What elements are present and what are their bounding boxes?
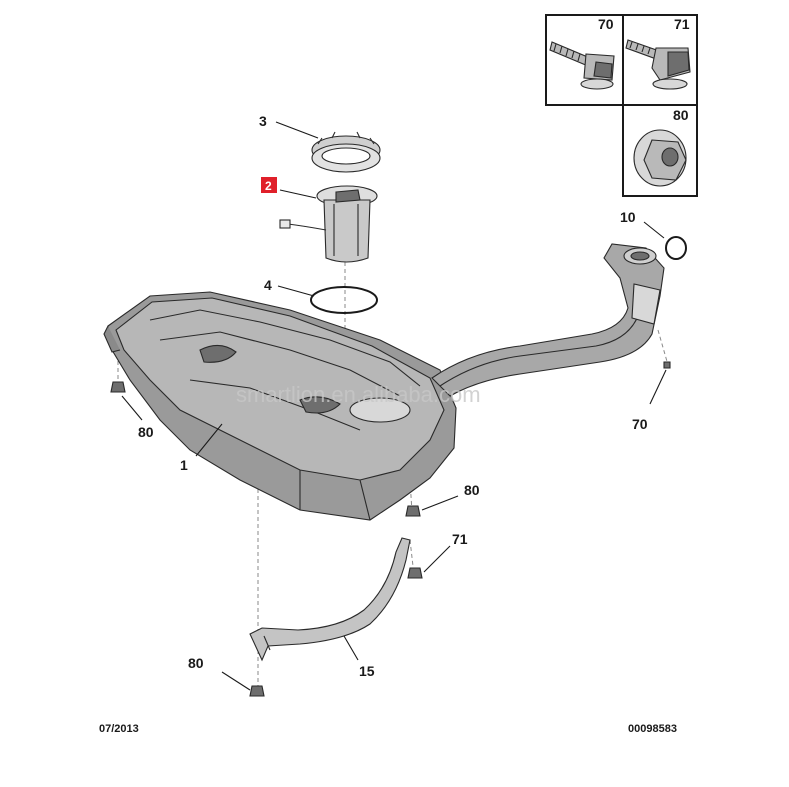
bolt-70-icon bbox=[549, 41, 615, 90]
bolt-71-icon bbox=[625, 39, 691, 90]
callout-2-highlight bbox=[261, 177, 277, 193]
callout-71: 71 bbox=[452, 531, 468, 547]
callout-70: 70 bbox=[632, 416, 648, 432]
inset-label-80: 80 bbox=[673, 107, 689, 123]
nut-80-right-icon bbox=[405, 505, 421, 517]
tank-strap bbox=[249, 537, 411, 662]
leader-lines bbox=[121, 121, 667, 691]
fasteners bbox=[110, 361, 671, 697]
fastener-inset: 70 71 80 bbox=[545, 14, 698, 197]
callout-80-left: 80 bbox=[138, 424, 154, 440]
callout-80-right: 80 bbox=[464, 482, 480, 498]
bolt-70-icon-main bbox=[663, 361, 671, 369]
filler-neck bbox=[431, 243, 665, 397]
callout-10: 10 bbox=[620, 209, 636, 225]
watermark: smartlion.en.alibaba.com bbox=[236, 382, 481, 407]
callout-3: 3 bbox=[259, 113, 267, 129]
footer-reference: 00098583 bbox=[628, 723, 677, 735]
fuel-pump-module bbox=[279, 185, 378, 263]
fuel-tank bbox=[103, 291, 457, 521]
callout-1: 1 bbox=[180, 457, 188, 473]
callout-numbers: 3 2 4 10 70 80 1 80 71 80 15 bbox=[138, 113, 648, 679]
callout-2: 2 bbox=[265, 179, 272, 193]
nut-80-left-icon bbox=[110, 381, 126, 393]
callout-15: 15 bbox=[359, 663, 375, 679]
pump-seal bbox=[310, 286, 378, 314]
nut-80-bottom-icon bbox=[249, 685, 265, 697]
footer-date: 07/2013 bbox=[99, 723, 139, 735]
inset-label-71: 71 bbox=[674, 16, 690, 32]
inset-label-70: 70 bbox=[598, 16, 614, 32]
bolt-71-icon-main bbox=[407, 567, 423, 579]
locking-ring bbox=[311, 131, 381, 173]
nut-80-icon bbox=[633, 129, 687, 187]
filler-o-ring bbox=[665, 236, 687, 260]
callout-80-bottom: 80 bbox=[188, 655, 204, 671]
callout-4: 4 bbox=[264, 277, 272, 293]
